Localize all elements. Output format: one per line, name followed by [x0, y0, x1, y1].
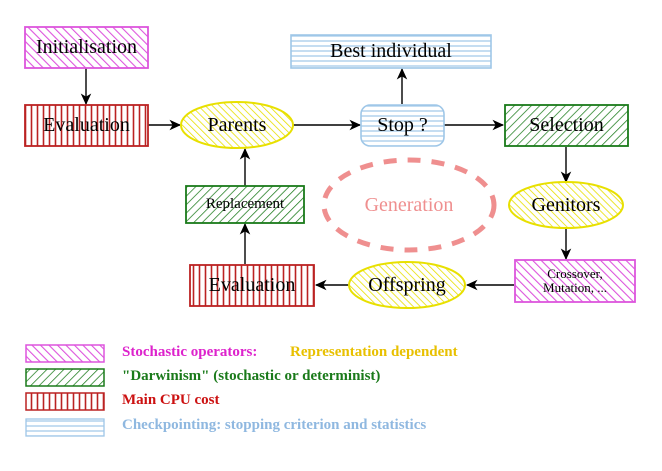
- legend-label-checkpointing: Checkpointing: stopping criterion and st…: [122, 417, 427, 433]
- node-best-individual[interactable]: [290, 34, 492, 69]
- node-selection[interactable]: [504, 104, 629, 147]
- edge-group: [80, 67, 572, 291]
- node-crossover-mutation[interactable]: [514, 259, 636, 303]
- node-genitors[interactable]: [508, 181, 624, 229]
- node-replacement[interactable]: [185, 185, 305, 224]
- node-generation-boundary: [321, 157, 497, 253]
- legend-label-representation-dependent: Representation dependent: [290, 344, 458, 360]
- node-initialisation[interactable]: [24, 26, 149, 69]
- node-parents[interactable]: [180, 101, 294, 149]
- node-evaluation-bottom[interactable]: [189, 264, 315, 307]
- node-offspring[interactable]: [348, 261, 466, 309]
- legend-label-stochastic-operators: Stochastic operators:: [122, 344, 258, 360]
- node-stop[interactable]: [360, 104, 445, 147]
- node-evaluation-top[interactable]: [24, 104, 149, 147]
- legend-swatch-cpu: [25, 392, 105, 411]
- legend-swatch-darwinism: [25, 368, 105, 387]
- legend-label-darwinism: "Darwinism" (stochastic or determinist): [122, 368, 381, 384]
- legend-swatch-stochastic: [25, 344, 105, 363]
- legend-swatch-checkpointing: [25, 418, 105, 437]
- legend-label-main-cpu-cost: Main CPU cost: [122, 392, 220, 408]
